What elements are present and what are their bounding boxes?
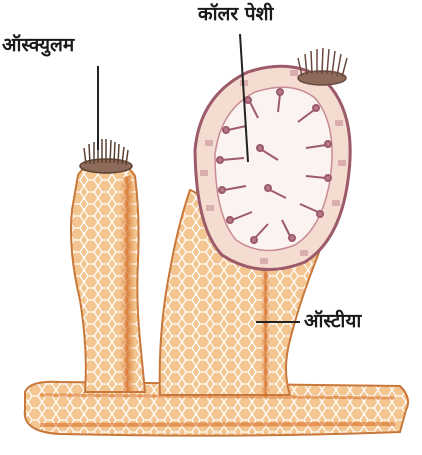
collar-chamber <box>195 66 350 269</box>
label-osculum: ऑस्क्युलम <box>2 36 74 55</box>
osculum-fringe <box>80 139 132 173</box>
label-collar-cells: कॉलर पेशी <box>198 5 273 24</box>
label-ostia: ऑस्टीया <box>304 312 361 331</box>
right-osculum-fringe <box>298 48 347 85</box>
left-sponge-body <box>71 162 145 392</box>
